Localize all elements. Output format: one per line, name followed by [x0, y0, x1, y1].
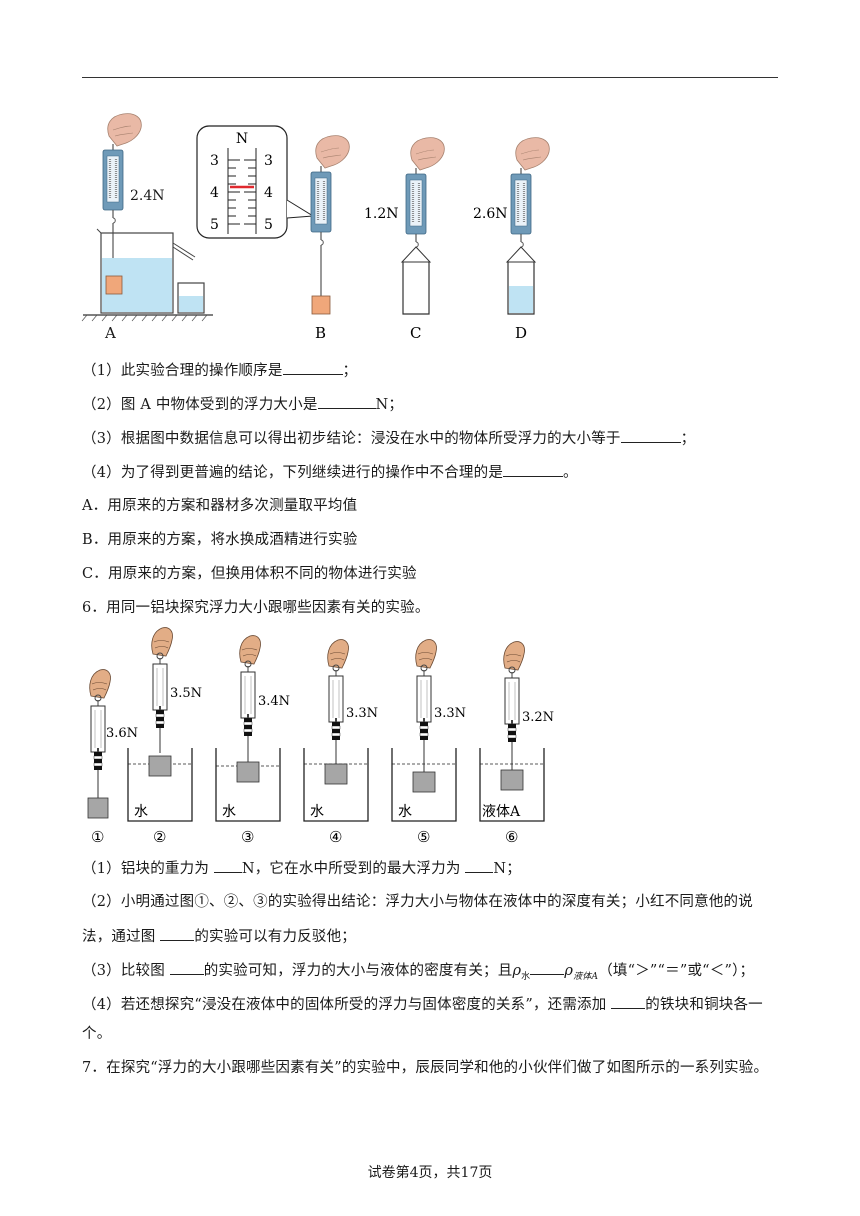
answer-blank[interactable] [620, 428, 681, 443]
page-footer: 试卷第4页，共17页 [367, 1165, 493, 1181]
answer-blank[interactable] [530, 960, 565, 975]
svg-text:5: 5 [210, 217, 219, 233]
answer-blank[interactable] [282, 360, 343, 375]
figure-2: 3.6N ① 3.5N 水 ② 3.4N 水 ③ [87, 627, 554, 846]
liquid-2: 水 [134, 804, 148, 820]
label-b: B [315, 324, 326, 342]
q6-part1: （1）铝块的重力为 N，它在水中所受到的最大浮力为 N； [82, 858, 521, 879]
q5-option-c: C．用原来的方案，但换用体积不同的物体进行实验 [82, 566, 417, 582]
trial-2: 3.5N 水 ② [127, 627, 202, 846]
label-c: C [410, 324, 421, 342]
q7-stem: 7．在探究“浮力的大小跟哪些因素有关”的实验中，辰辰同学和他的小伙伴们做了如图所… [82, 1060, 769, 1076]
reading-4: 3.3N [346, 706, 378, 721]
zoom-box: N 3 4 5 3 4 5 [196, 125, 315, 239]
answer-blank[interactable] [317, 394, 376, 409]
q6-part4-line1: （4）若还想探究“浸没在液体中的固体所受的浮力与固体密度的关系”，还需添加 的铁… [82, 994, 763, 1015]
reading-1: 3.6N [106, 726, 138, 741]
q5-part3: （3）根据图中数据信息可以得出初步结论：浸没在水中的物体所受浮力的大小等于； [82, 428, 695, 449]
liquid-3: 水 [222, 804, 236, 820]
liquid-4: 水 [310, 804, 324, 820]
q5-part1: （1）此实验合理的操作顺序是； [82, 360, 357, 381]
trial-1: 3.6N ① [87, 669, 138, 846]
zoom-unit: N [236, 131, 248, 147]
num-1: ① [91, 828, 104, 846]
svg-text:3: 3 [264, 153, 273, 169]
answer-blank[interactable] [611, 994, 646, 1009]
answer-blank[interactable] [465, 858, 494, 873]
q5-part4: （4）为了得到更普遍的结论，下列继续进行的操作中不合理的是。 [82, 462, 578, 483]
label-d: D [515, 324, 527, 342]
liquid-5: 水 [398, 804, 412, 820]
q6-stem: 6．用同一铝块探究浮力大小跟哪些因素有关的实验。 [82, 600, 430, 616]
trial-5: 3.3N 水 ⑤ [391, 639, 466, 846]
reading-a: 2.4N [130, 188, 165, 204]
num-2: ② [153, 828, 166, 846]
q5-option-b: B．用原来的方案，将水换成酒精进行实验 [82, 532, 358, 548]
trial-6: 3.2N 液体A ⑥ [479, 641, 554, 846]
answer-blank[interactable] [213, 858, 242, 873]
reading-6: 3.2N [522, 710, 554, 725]
label-a: A [104, 324, 116, 342]
setup-c: 1.2N C [364, 137, 445, 342]
q5-option-a: A．用原来的方案和器材多次测量取平均值 [82, 498, 358, 514]
svg-text:4: 4 [264, 185, 273, 201]
trial-3: 3.4N 水 ③ [215, 635, 290, 846]
reading-d: 2.6N [473, 206, 508, 222]
header-rule [82, 77, 778, 78]
num-3: ③ [241, 828, 254, 846]
setup-a: 2.4N A [81, 113, 213, 342]
figure-1: 2.4N A N 3 4 5 3 4 5 B 1.2N C [81, 113, 550, 342]
num-6: ⑥ [505, 828, 518, 846]
num-4: ④ [329, 828, 342, 846]
reading-3: 3.4N [258, 694, 290, 709]
setup-b: B [309, 135, 350, 342]
reading-2: 3.5N [170, 686, 202, 701]
answer-blank[interactable] [160, 926, 195, 941]
liquid-6: 液体A [482, 804, 521, 820]
q6-part4-line2: 个。 [82, 1026, 112, 1042]
reading-5: 3.3N [434, 706, 466, 721]
q6-part2-line2: 法，通过图 的实验可以有力反驳他； [82, 926, 356, 947]
reading-c: 1.2N [364, 206, 399, 222]
svg-text:4: 4 [210, 185, 219, 201]
svg-text:3: 3 [210, 153, 219, 169]
num-5: ⑤ [417, 828, 430, 846]
setup-d: 2.6N D [473, 137, 550, 342]
trial-4: 3.3N 水 ④ [303, 639, 378, 846]
svg-text:5: 5 [264, 217, 273, 233]
answer-blank[interactable] [503, 462, 564, 477]
q6-part2-line1: （2）小明通过图①、②、③的实验得出结论：浮力大小与物体在液体中的深度有关；小红… [82, 894, 753, 910]
answer-blank[interactable] [169, 960, 204, 975]
